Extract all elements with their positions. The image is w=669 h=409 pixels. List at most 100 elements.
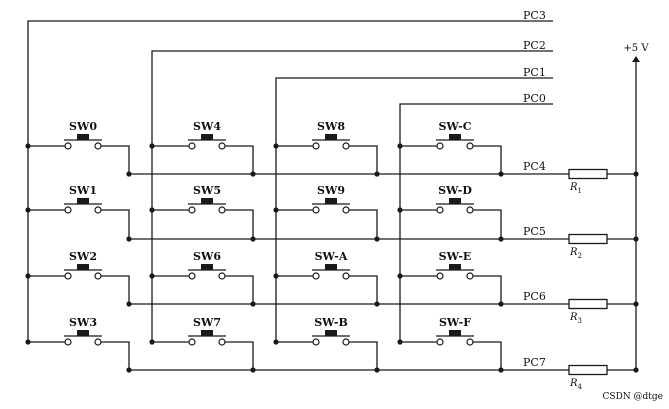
switch-plunger-sw3 bbox=[77, 330, 89, 336]
column-junction-sw3 bbox=[25, 339, 31, 345]
switch-contact-left-sw4 bbox=[188, 142, 196, 150]
column-junction-sw-d bbox=[397, 207, 403, 213]
row-junction-sw-f bbox=[498, 367, 504, 373]
switch-contact-left-sw7 bbox=[188, 338, 196, 346]
switch-contact-right-sw-f bbox=[466, 338, 474, 346]
column-junction-sw-b bbox=[273, 339, 279, 345]
resistor-r2 bbox=[568, 233, 608, 245]
switch-right-lead-sw5 bbox=[225, 209, 254, 239]
row-junction-sw7 bbox=[250, 367, 256, 373]
resistor-letter: R bbox=[569, 247, 578, 258]
resistor-index: 2 bbox=[578, 252, 582, 260]
switch-plunger-sw7 bbox=[201, 330, 213, 336]
resistor-label-r1: R1 bbox=[569, 182, 582, 195]
row-junction-sw4 bbox=[250, 171, 256, 177]
switch-plunger-sw-c bbox=[449, 134, 461, 140]
switch-label-sw9: SW9 bbox=[317, 184, 345, 197]
switch-label-sw2: SW2 bbox=[69, 250, 97, 263]
switch-contact-left-sw3 bbox=[64, 338, 72, 346]
resistor-label-r4: R4 bbox=[569, 378, 583, 391]
row-junction-sw-c bbox=[498, 171, 504, 177]
switch-label-sw5: SW5 bbox=[193, 184, 221, 197]
switch-plunger-sw4 bbox=[201, 134, 213, 140]
column-junction-sw1 bbox=[25, 207, 31, 213]
row-label-pc4: PC4 bbox=[523, 160, 546, 173]
switch-contact-left-sw5 bbox=[188, 206, 196, 214]
switch-label-sw7: SW7 bbox=[193, 316, 221, 329]
switch-contact-right-sw4 bbox=[218, 142, 226, 150]
switch-label-sw4: SW4 bbox=[193, 120, 221, 133]
switch-right-lead-sw-c bbox=[473, 145, 502, 174]
switch-contact-right-sw8 bbox=[342, 142, 350, 150]
switch-plunger-sw1 bbox=[77, 198, 89, 204]
rail-junction-1 bbox=[633, 171, 639, 177]
column-junction-sw9 bbox=[273, 207, 279, 213]
switch-contact-right-sw5 bbox=[218, 206, 226, 214]
column-label-pc3: PC3 bbox=[523, 9, 546, 22]
switch-contact-left-sw1 bbox=[64, 206, 72, 214]
switch-contact-left-sw6 bbox=[188, 272, 196, 280]
switch-contact-left-sw2 bbox=[64, 272, 72, 280]
switch-label-sw0: SW0 bbox=[69, 120, 97, 133]
switch-contact-right-sw-d bbox=[466, 206, 474, 214]
switch-plunger-sw-d bbox=[449, 198, 461, 204]
switch-contact-left-sw9 bbox=[312, 206, 320, 214]
supply-arrow bbox=[632, 56, 640, 62]
rail-junction-2 bbox=[633, 236, 639, 242]
switch-contact-left-sw-a bbox=[312, 272, 320, 280]
rail-junction-4 bbox=[633, 367, 639, 373]
row-junction-sw0 bbox=[126, 171, 132, 177]
switch-right-lead-sw6 bbox=[225, 275, 254, 304]
switch-contact-right-sw-e bbox=[466, 272, 474, 280]
switch-right-lead-sw0 bbox=[101, 145, 130, 174]
resistor-r1 bbox=[568, 168, 608, 180]
column-label-pc2: PC2 bbox=[523, 39, 546, 52]
row-junction-sw-d bbox=[498, 236, 504, 242]
switch-label-sw1: SW1 bbox=[69, 184, 97, 197]
switch-plunger-sw-a bbox=[325, 264, 337, 270]
switch-label-sw6: SW6 bbox=[193, 250, 221, 263]
column-label-pc0: PC0 bbox=[523, 92, 546, 105]
column-wire-pc3 bbox=[27, 20, 553, 342]
switch-right-lead-sw-e bbox=[473, 275, 502, 304]
switch-right-lead-sw1 bbox=[101, 209, 130, 239]
column-junction-sw4 bbox=[149, 143, 155, 149]
column-junction-sw-f bbox=[397, 339, 403, 345]
column-wire-pc2 bbox=[151, 50, 553, 342]
switch-label-sw8: SW8 bbox=[317, 120, 345, 133]
switch-contact-right-sw-b bbox=[342, 338, 350, 346]
switch-right-lead-sw3 bbox=[101, 341, 130, 370]
switch-right-lead-sw-b bbox=[349, 341, 378, 370]
switch-right-lead-sw4 bbox=[225, 145, 254, 174]
row-label-pc7: PC7 bbox=[523, 356, 546, 369]
switch-right-lead-sw8 bbox=[349, 145, 378, 174]
row-junction-sw6 bbox=[250, 301, 256, 307]
column-junction-sw-e bbox=[397, 273, 403, 279]
column-junction-sw2 bbox=[25, 273, 31, 279]
resistor-letter: R bbox=[569, 378, 578, 389]
switch-contact-right-sw2 bbox=[94, 272, 102, 280]
switch-right-lead-sw9 bbox=[349, 209, 378, 239]
components bbox=[25, 56, 640, 376]
switch-contact-left-sw-f bbox=[436, 338, 444, 346]
wiring bbox=[27, 20, 637, 371]
column-junction-sw7 bbox=[149, 339, 155, 345]
switch-contact-left-sw-e bbox=[436, 272, 444, 280]
switch-label-sw-a: SW-A bbox=[315, 250, 348, 263]
switch-plunger-sw-e bbox=[449, 264, 461, 270]
column-junction-sw8 bbox=[273, 143, 279, 149]
column-junction-sw5 bbox=[149, 207, 155, 213]
switch-contact-left-sw-b bbox=[312, 338, 320, 346]
resistor-r4 bbox=[568, 364, 608, 376]
row-junction-sw1 bbox=[126, 236, 132, 242]
row-junction-sw8 bbox=[374, 171, 380, 177]
row-junction-sw-a bbox=[374, 301, 380, 307]
switch-label-sw-f: SW-F bbox=[439, 316, 471, 329]
row-junction-sw5 bbox=[250, 236, 256, 242]
switch-right-lead-sw-d bbox=[473, 209, 502, 239]
switch-contact-right-sw3 bbox=[94, 338, 102, 346]
switch-label-sw3: SW3 bbox=[69, 316, 97, 329]
row-junction-sw-e bbox=[498, 301, 504, 307]
switch-contact-right-sw9 bbox=[342, 206, 350, 214]
switch-label-sw-d: SW-D bbox=[438, 184, 472, 197]
